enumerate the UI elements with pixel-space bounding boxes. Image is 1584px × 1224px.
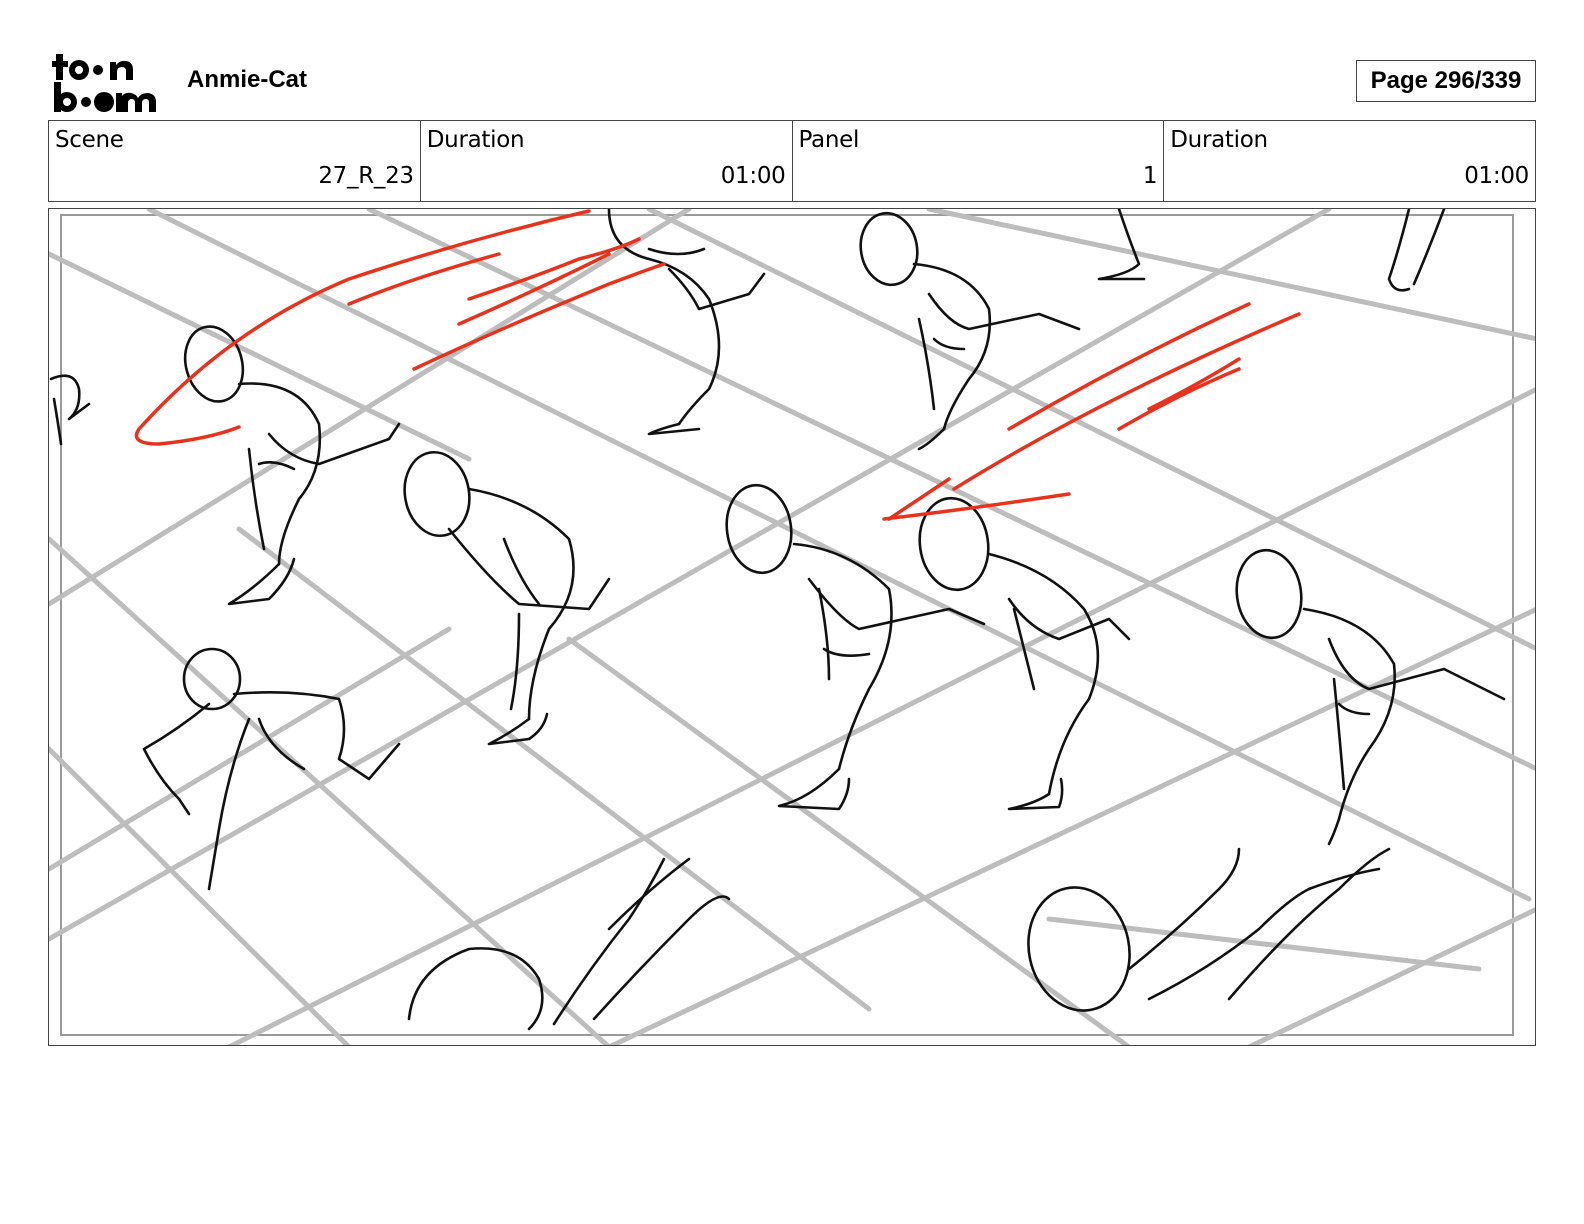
scene-duration-cell: Duration 01:00 bbox=[421, 121, 793, 201]
figure-edges bbox=[49, 209, 1446, 446]
storyboard-sketch bbox=[49, 209, 1535, 1045]
motion-strokes bbox=[134, 209, 1301, 521]
camera-frame bbox=[60, 214, 1514, 1036]
panel-duration-label: Duration bbox=[1170, 127, 1268, 153]
panel-cell: Panel 1 bbox=[793, 121, 1165, 201]
floor-grid bbox=[49, 209, 1535, 1045]
page-number: Page 296/339 bbox=[1356, 60, 1536, 102]
scene-label: Scene bbox=[55, 127, 124, 153]
figure-4 bbox=[859, 211, 1081, 451]
figure-3 bbox=[607, 209, 766, 436]
panel-value: 1 bbox=[1142, 163, 1158, 189]
project-title: Anmie-Cat bbox=[187, 66, 308, 93]
scene-duration-value: 01:00 bbox=[720, 163, 786, 189]
panel-duration-cell: Duration 01:00 bbox=[1164, 121, 1535, 201]
figure-7 bbox=[1235, 548, 1506, 846]
figure-6 bbox=[918, 496, 1131, 811]
page-header: Anmie-Cat Page 296/339 bbox=[0, 0, 1584, 118]
panel-info-table: Scene 27_R_23 Duration 01:00 Panel 1 Dur… bbox=[48, 120, 1536, 202]
figure-5 bbox=[725, 483, 986, 811]
figure-10 bbox=[1027, 847, 1391, 1012]
scene-cell: Scene 27_R_23 bbox=[49, 121, 421, 201]
figure-1 bbox=[183, 325, 401, 606]
panel-duration-value: 01:00 bbox=[1464, 163, 1529, 189]
figure-sketches bbox=[49, 209, 1506, 1031]
storyboard-panel bbox=[48, 208, 1536, 1046]
scene-value: 27_R_23 bbox=[318, 163, 414, 189]
panel-label: Panel bbox=[798, 127, 860, 153]
figure-2 bbox=[403, 450, 611, 746]
toon-boom-logo bbox=[52, 54, 156, 112]
figure-8 bbox=[142, 647, 401, 891]
figure-9 bbox=[407, 857, 731, 1031]
scene-duration-label: Duration bbox=[426, 127, 525, 153]
